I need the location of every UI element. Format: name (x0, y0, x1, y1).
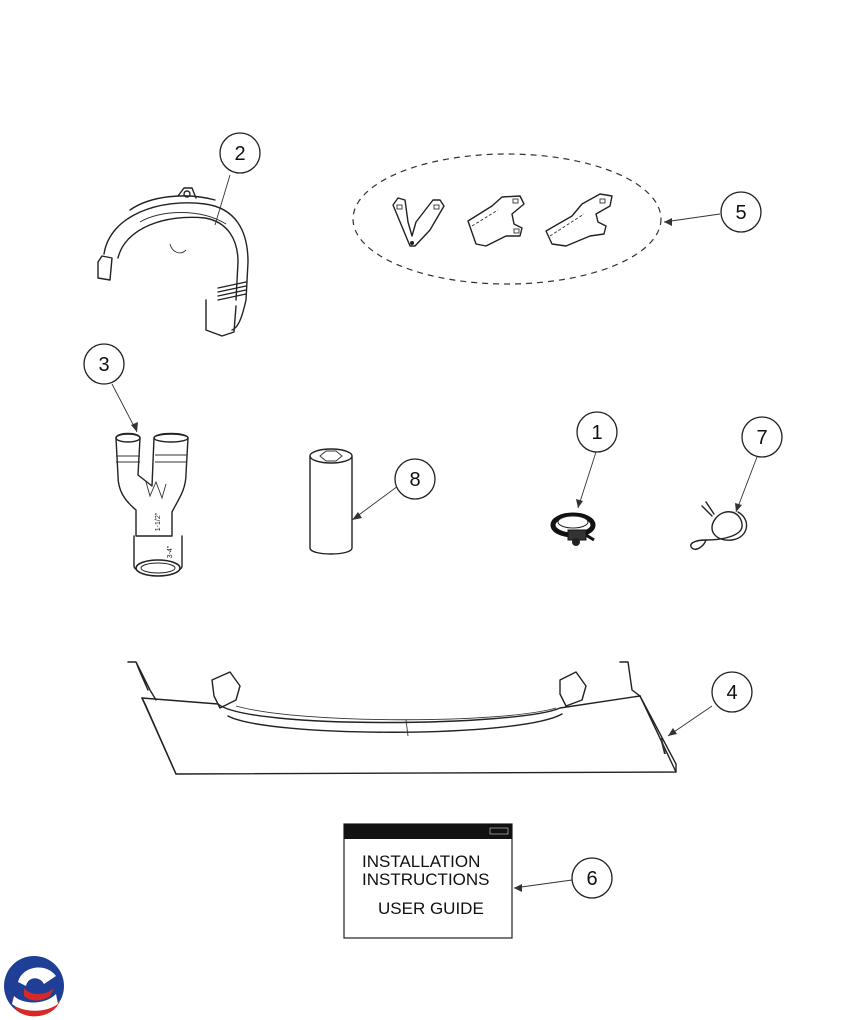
callout-4-label: 4 (726, 682, 737, 704)
part-2-saddle-clamp (97, 187, 249, 337)
callout-8: 8 (351, 458, 436, 521)
callout-2-label: 2 (234, 143, 245, 165)
part-8-socket-tube (309, 448, 353, 555)
callout-7: 7 (735, 416, 783, 513)
callout-7-label: 7 (756, 427, 767, 449)
callout-1: 1 (576, 411, 618, 509)
callout-2: 2 (214, 132, 261, 226)
part-1-hose-clamp (550, 512, 596, 546)
brand-logo (4, 956, 64, 1017)
part-5-bracket-set (352, 153, 662, 285)
part-3-y-connector: 1-1/2" 3-4" (115, 432, 189, 577)
callout-5: 5 (663, 191, 762, 233)
part-6-manual: INSTALLATION INSTRUCTIONS USER GUIDE (343, 823, 513, 939)
manual-line-2: INSTRUCTIONS (362, 870, 490, 889)
callout-4: 4 (667, 671, 753, 737)
part-7-lanyard (690, 501, 748, 550)
part-4-tray (127, 661, 677, 775)
part-3-base-marking: 3-4" (167, 545, 174, 558)
callout-6-label: 6 (586, 868, 597, 890)
callout-5-label: 5 (735, 202, 746, 224)
callout-8-label: 8 (409, 469, 420, 491)
callout-6: 6 (513, 857, 613, 899)
part-3-branch-marking: 1-1/2" (155, 512, 162, 531)
callout-3: 3 (83, 343, 138, 433)
callout-3-label: 3 (98, 354, 109, 376)
manual-line-3: USER GUIDE (378, 899, 484, 918)
manual-line-1: INSTALLATION (362, 852, 480, 871)
callout-1-label: 1 (591, 422, 602, 444)
